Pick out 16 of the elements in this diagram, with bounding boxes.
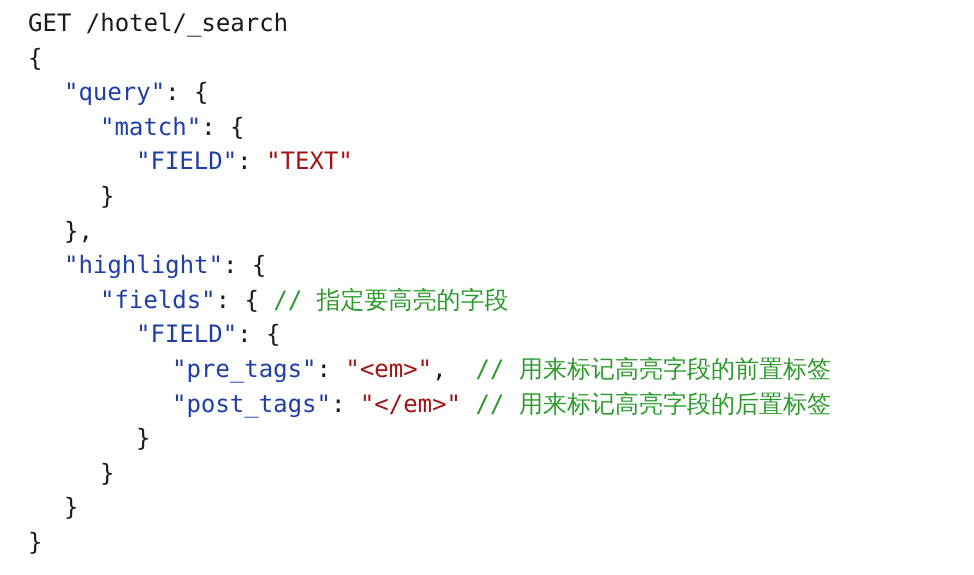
code-line: }: [100, 180, 114, 212]
code-line: }: [100, 458, 114, 489]
code-line: "pre_tags": "<em>", // 用来标记高亮字段的前置标签: [172, 354, 831, 385]
code-line: "fields": { // 指定要高亮的字段: [100, 284, 509, 316]
code-line: "FIELD": "TEXT": [136, 146, 353, 178]
code-line: "query": {: [64, 77, 209, 108]
code-line: },: [64, 216, 93, 247]
code-line: }: [64, 492, 78, 524]
code-line: "post_tags": "</em>" // 用来标记高亮字段的后置标签: [172, 388, 831, 420]
code-line: "FIELD": {: [136, 319, 281, 350]
code-line: {: [28, 42, 42, 74]
code-line: "highlight": {: [64, 250, 266, 282]
code-line: "match": {: [100, 112, 245, 143]
code-line: }: [28, 526, 42, 558]
code-line: }: [136, 423, 150, 454]
code-line: GET /hotel/_search: [28, 8, 288, 39]
